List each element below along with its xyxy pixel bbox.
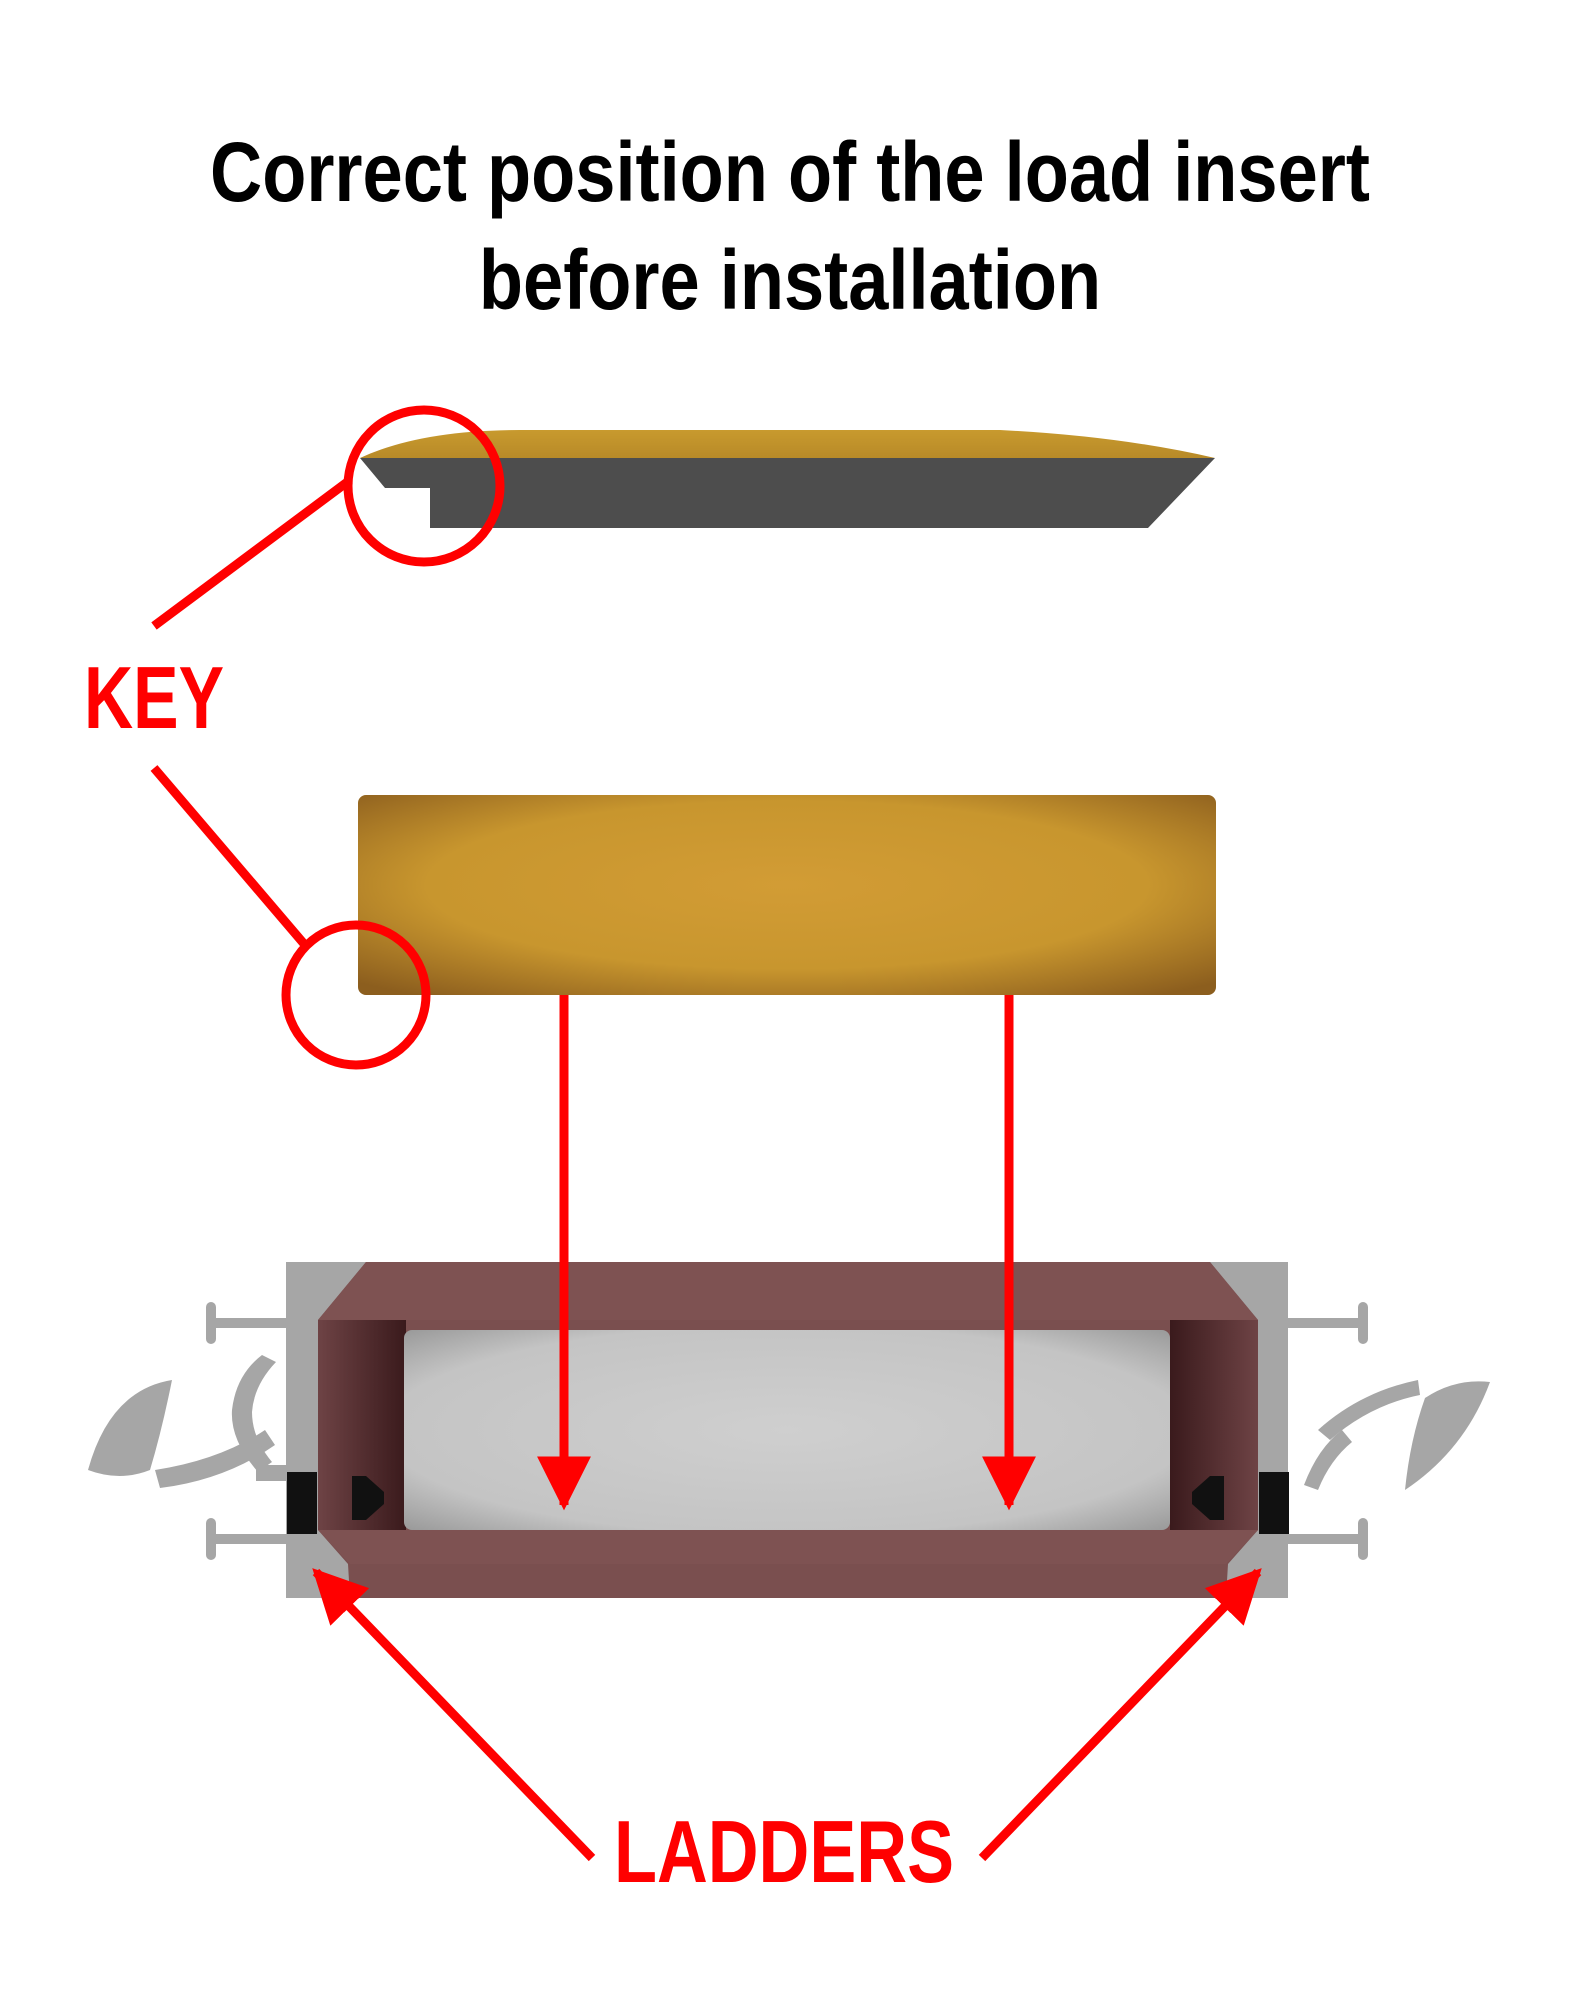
housing-bottom-lip — [318, 1530, 1258, 1564]
housing-cavity — [404, 1330, 1170, 1530]
ladders-arrow-right — [978, 1568, 1262, 1862]
ladder-block-left — [287, 1472, 317, 1534]
load-insert-side-view — [360, 430, 1215, 528]
insert-gold-block — [358, 795, 1216, 995]
insert-gold-top-layer — [360, 430, 1215, 458]
ladder-block-right — [1259, 1472, 1289, 1534]
diagram-title: Correct position of the load insert befo… — [111, 118, 1470, 334]
key-label: KEY — [84, 648, 224, 747]
key-callouts — [150, 405, 505, 1070]
load-insert-top-view — [358, 795, 1216, 995]
insertion-arrows — [537, 995, 1036, 1511]
insert-dark-body — [360, 458, 1215, 528]
ladders-label: LADDERS — [614, 1802, 954, 1901]
left-bolts — [206, 1302, 290, 1560]
ladder-wedge-left — [352, 1476, 384, 1520]
left-clip — [88, 1355, 290, 1488]
right-bolts — [1284, 1302, 1368, 1560]
key-leader-line-top — [151, 476, 353, 630]
ladders-arrows — [312, 1568, 1262, 1862]
ladder-wedge-right — [1192, 1476, 1224, 1520]
housing-assembly — [88, 1262, 1490, 1598]
housing-top-face — [318, 1262, 1258, 1320]
right-clip — [1304, 1380, 1490, 1490]
title-line-1: Correct position of the load insert — [210, 125, 1370, 219]
key-circle-bottom — [281, 920, 431, 1070]
key-leader-line-bottom — [150, 765, 309, 948]
title-line-2: before installation — [478, 233, 1102, 327]
ladders-arrow-left — [312, 1568, 596, 1862]
